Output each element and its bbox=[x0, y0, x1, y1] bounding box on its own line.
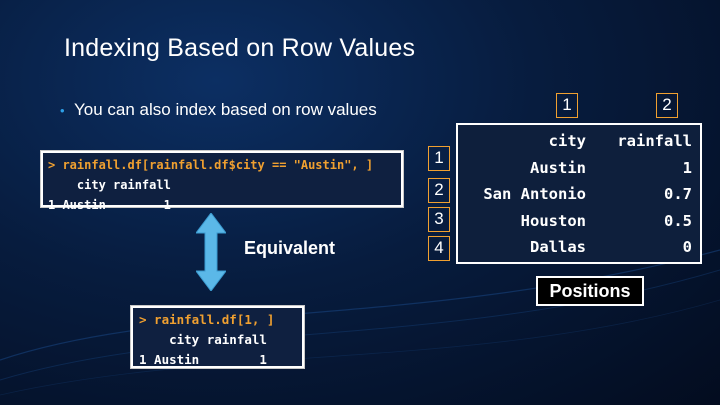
bullet-point: • You can also index based on row values bbox=[60, 100, 390, 119]
console-header: city rainfall bbox=[139, 332, 267, 347]
equivalent-label: Equivalent bbox=[244, 238, 336, 258]
cell-city: Austin bbox=[530, 158, 586, 177]
header-city: city bbox=[548, 132, 586, 150]
cell-city: San Antonio bbox=[483, 185, 586, 203]
cell-rainfall: 0 bbox=[682, 238, 692, 256]
console-row: 1 Austin 1 bbox=[139, 352, 267, 367]
console-row: 1 Austin 1 bbox=[48, 198, 171, 212]
table-row: San Antonio 0.7 bbox=[466, 181, 692, 208]
console-output-filter: > rainfall.df[rainfall.df$city == "Austi… bbox=[40, 150, 404, 212]
data-frame-inner: city rainfall Austin 1 San Antonio 0.7 H… bbox=[458, 125, 700, 262]
console-inner: > rainfall.df[rainfall.df$city == "Austi… bbox=[43, 153, 401, 212]
row-position-3: 3 bbox=[428, 207, 450, 232]
column-position-2: 2 bbox=[656, 93, 678, 118]
data-frame-table: city rainfall Austin 1 San Antonio 0.7 H… bbox=[456, 123, 702, 264]
console-output-position: > rainfall.df[1, ] city rainfall 1 Austin… bbox=[130, 305, 305, 369]
cell-rainfall: 1 bbox=[682, 158, 692, 177]
table-row: Austin 1 bbox=[466, 155, 692, 182]
cell-rainfall: 0.7 bbox=[664, 185, 692, 203]
console-command: > rainfall.df[rainfall.df$city == "Austi… bbox=[48, 158, 374, 172]
double-arrow-icon bbox=[196, 213, 226, 291]
console-inner: > rainfall.df[1, ] city rainfall 1 Austin… bbox=[133, 308, 302, 367]
table-row: Dallas 0 bbox=[466, 234, 692, 261]
bullet-text: You can also index based on row values bbox=[74, 100, 377, 119]
row-position-4: 4 bbox=[428, 236, 450, 261]
bullet-dot-icon: • bbox=[60, 103, 65, 118]
table-row: Houston 0.5 bbox=[466, 208, 692, 235]
slide-title: Indexing Based on Row Values bbox=[64, 34, 416, 62]
column-position-1: 1 bbox=[556, 93, 578, 118]
cell-rainfall: 0.5 bbox=[664, 211, 692, 230]
positions-label: Positions bbox=[536, 276, 644, 306]
console-header: city rainfall bbox=[48, 178, 171, 192]
cell-city: Dallas bbox=[530, 238, 586, 256]
header-rainfall: rainfall bbox=[617, 132, 692, 150]
row-position-2: 2 bbox=[428, 178, 450, 203]
table-header-row: city rainfall bbox=[466, 128, 692, 155]
cell-city: Houston bbox=[520, 211, 586, 230]
row-position-1: 1 bbox=[428, 146, 450, 171]
console-command: > rainfall.df[1, ] bbox=[139, 312, 275, 327]
